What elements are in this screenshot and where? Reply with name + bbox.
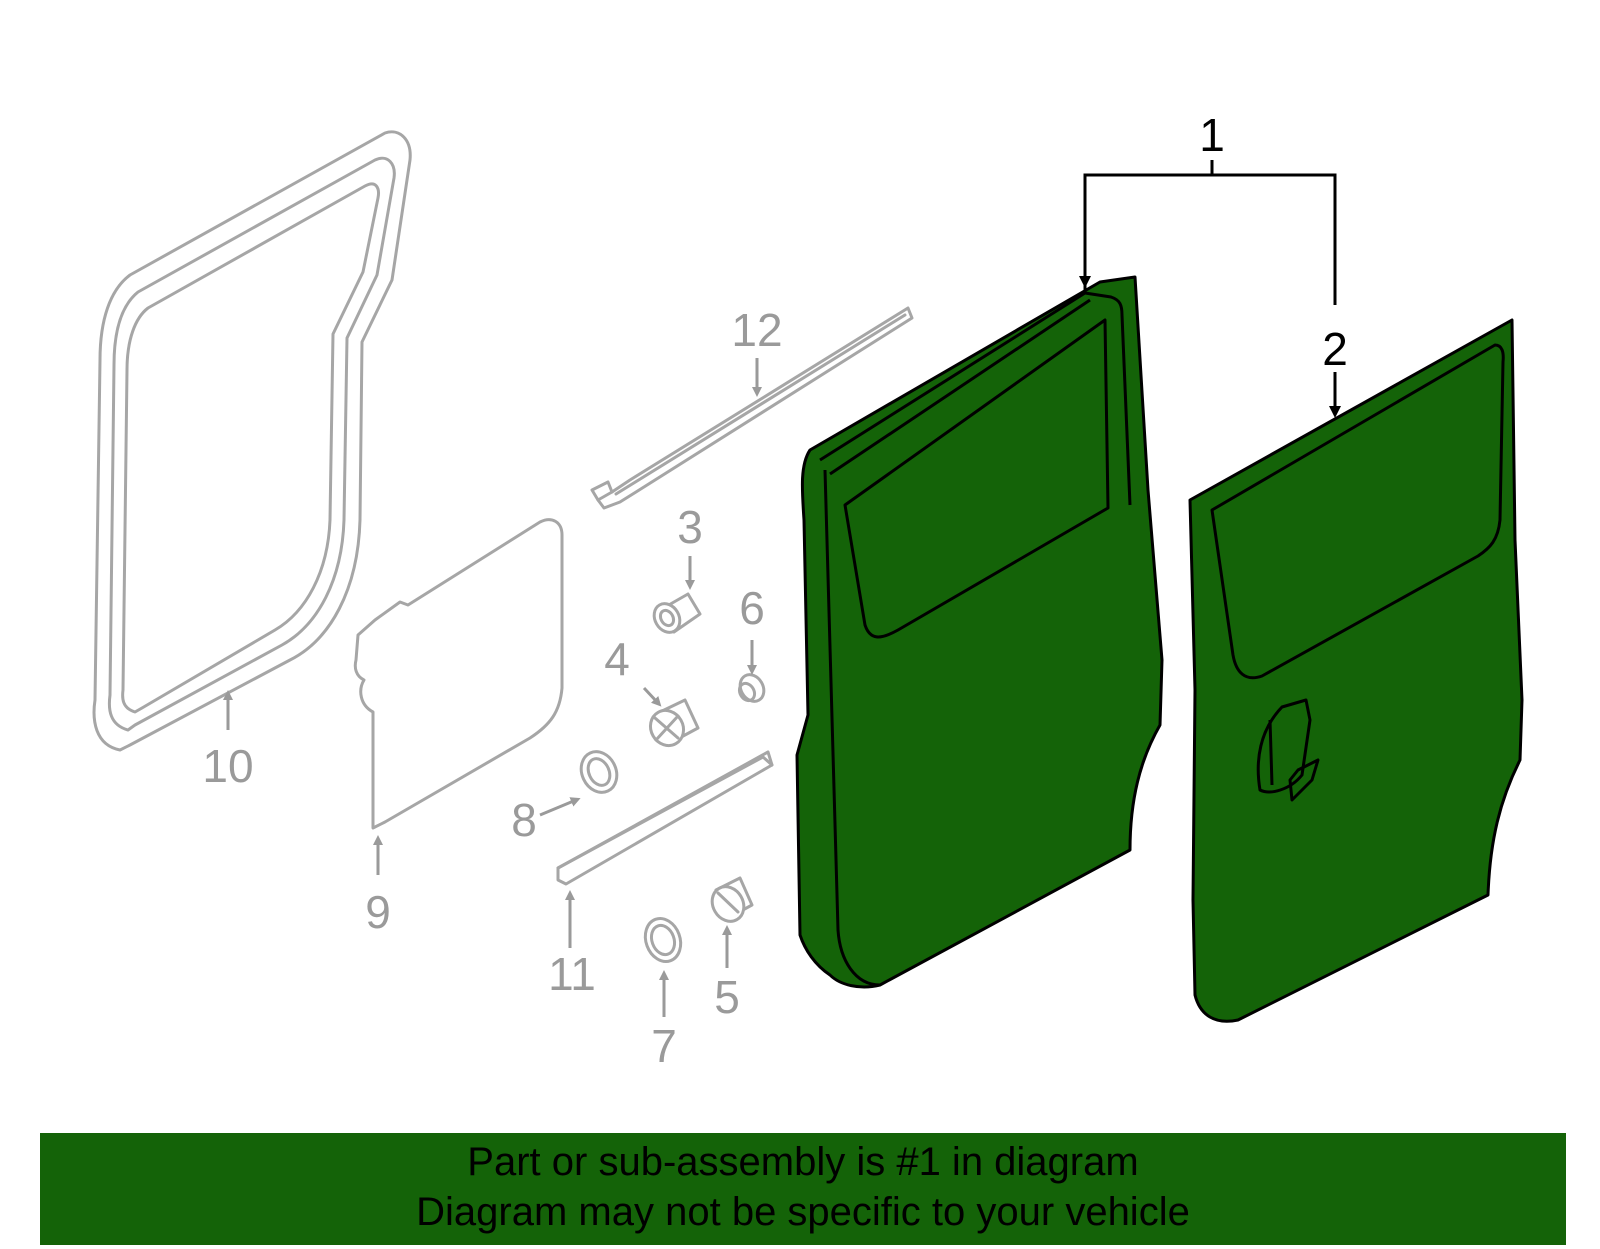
part-4-plug (648, 698, 700, 748)
callout-12: 12 (731, 304, 782, 356)
callout-6: 6 (739, 582, 765, 634)
callout-1: 1 (1199, 109, 1225, 161)
part-7-grommet (643, 917, 683, 963)
part-6-plug (737, 673, 766, 703)
part-10-weatherstrip (92, 130, 412, 752)
banner-line-1: Part or sub-assembly is #1 in diagram (467, 1140, 1139, 1184)
callout-5: 5 (714, 971, 740, 1023)
part-2-door-shell (1188, 318, 1524, 1023)
part-11-molding (556, 750, 774, 886)
part-12-molding (590, 306, 914, 510)
part-3-clip (652, 592, 702, 634)
callout-7: 7 (651, 1020, 677, 1072)
callout-8: 8 (511, 794, 537, 846)
callout-11: 11 (548, 948, 596, 1000)
callout-10: 10 (202, 740, 253, 792)
part-1-door-assembly (795, 275, 1164, 989)
diagram-notice-banner: Part or sub-assembly is #1 in diagram Di… (40, 1133, 1566, 1245)
callout-4: 4 (604, 633, 630, 685)
callout-9: 9 (365, 886, 391, 938)
part-9-panel (353, 518, 564, 830)
callout-labels: 1 2 3 4 5 6 7 8 9 10 11 12 (202, 109, 1347, 1072)
banner-line-2: Diagram may not be specific to your vehi… (416, 1190, 1190, 1234)
part-8-grommet (579, 750, 619, 794)
callout-2: 2 (1322, 323, 1348, 375)
part-5-plug (710, 876, 754, 923)
leader-lines (223, 160, 1341, 1017)
callout-3: 3 (677, 501, 703, 553)
